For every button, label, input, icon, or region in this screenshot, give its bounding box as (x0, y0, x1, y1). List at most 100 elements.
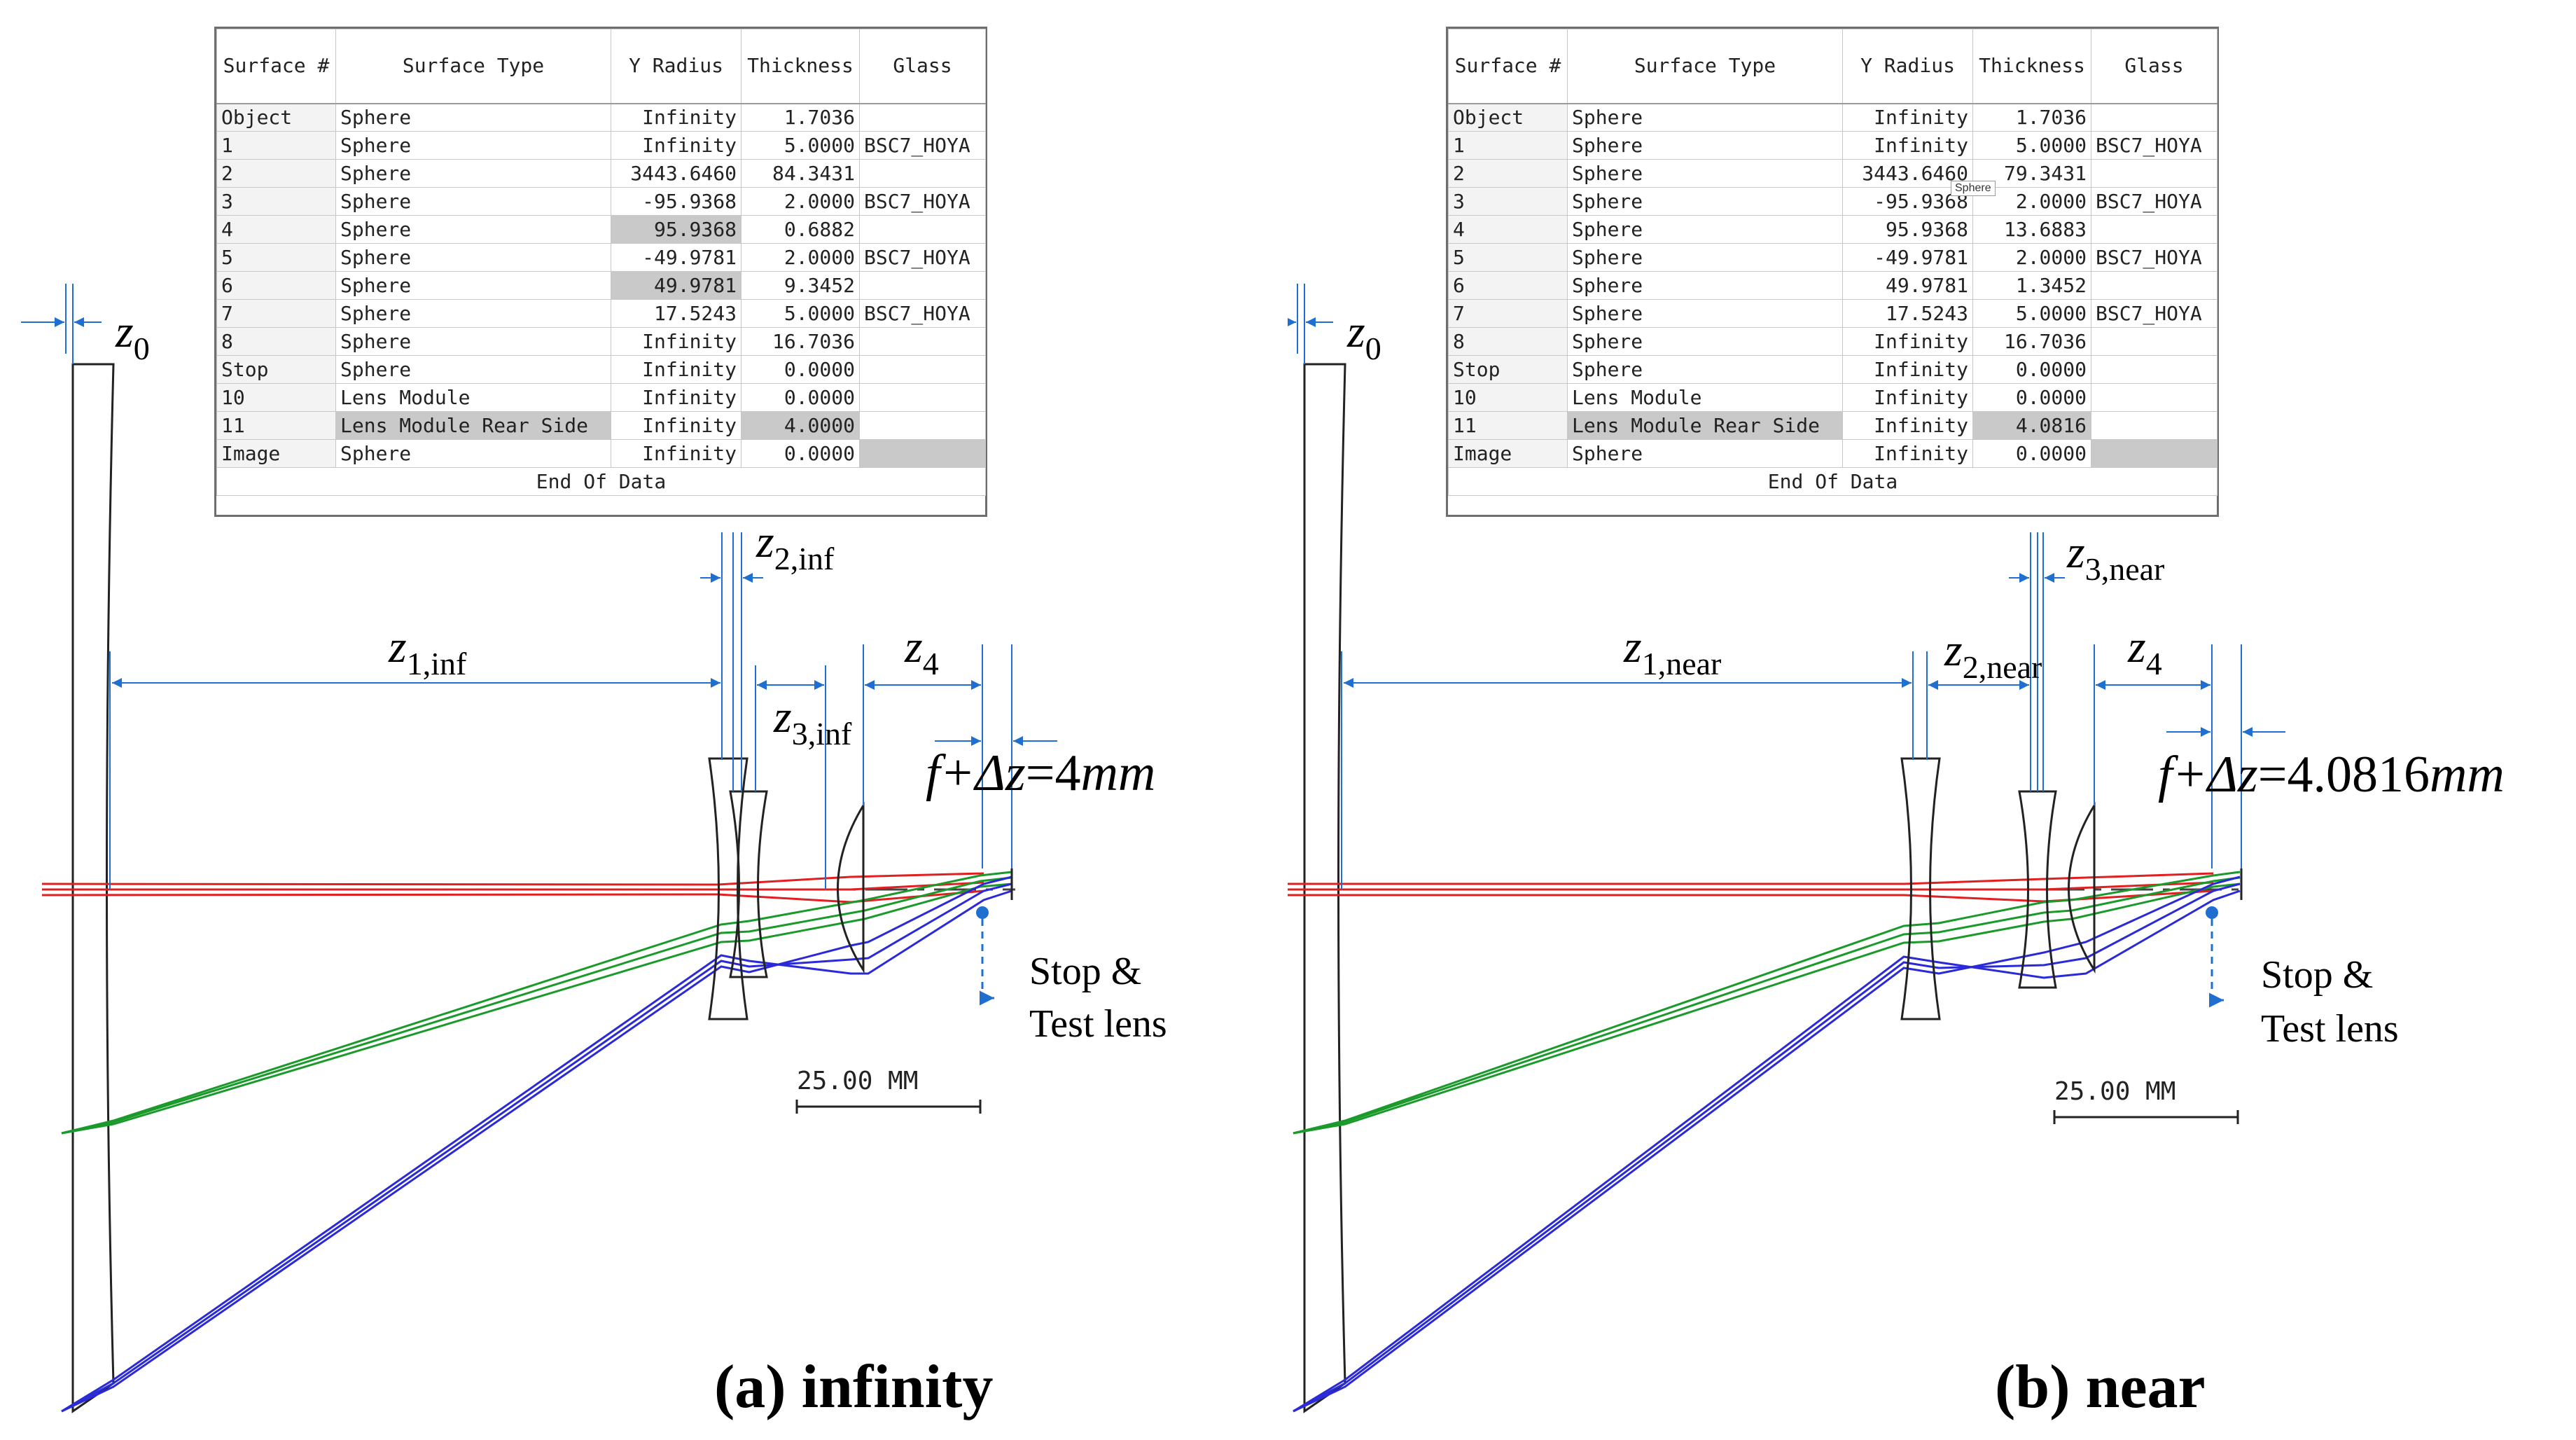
header-type[interactable]: Surface Type (1567, 29, 1843, 104)
cell-surface[interactable]: Image (216, 439, 336, 468)
cell-glass[interactable] (2091, 271, 2218, 300)
cell-surface[interactable]: 6 (216, 271, 336, 300)
cell-surface[interactable]: 5 (216, 243, 336, 272)
cell-radius[interactable]: 17.5243 (611, 299, 742, 328)
cell-type[interactable]: Lens Module Rear Side (1567, 411, 1843, 440)
cell-type[interactable]: Lens Module (335, 383, 611, 412)
cell-radius[interactable]: Infinity (1842, 439, 1973, 468)
header-thickness[interactable]: Thickness (1972, 29, 2091, 104)
cell-glass[interactable]: BSC7_HOYA (2091, 243, 2218, 272)
cell-surface[interactable]: Object (1448, 103, 1568, 132)
cell-surface[interactable]: 3 (1448, 187, 1568, 216)
cell-radius[interactable]: 95.9368 (1842, 215, 1973, 244)
cell-thickness[interactable]: 16.7036 (741, 327, 860, 356)
cell-type[interactable]: Sphere (335, 159, 611, 188)
cell-glass[interactable] (859, 383, 986, 412)
cell-thickness[interactable]: 1.3452 (1972, 271, 2091, 300)
cell-surface[interactable]: 10 (216, 383, 336, 412)
cell-thickness[interactable]: 1.7036 (741, 103, 860, 132)
cell-glass[interactable]: BSC7_HOYA (859, 131, 986, 160)
cell-radius[interactable]: -49.9781 (611, 243, 742, 272)
cell-thickness[interactable]: 0.0000 (1972, 383, 2091, 412)
cell-glass[interactable] (859, 355, 986, 384)
cell-thickness[interactable]: 0.0000 (741, 355, 860, 384)
cell-type[interactable]: Sphere (335, 103, 611, 132)
cell-type[interactable]: Sphere (1567, 159, 1843, 188)
cell-thickness[interactable]: 9.3452 (741, 271, 860, 300)
cell-glass[interactable] (2091, 103, 2218, 132)
cell-radius[interactable]: -95.9368 (611, 187, 742, 216)
cell-type[interactable]: Sphere (1567, 439, 1843, 468)
cell-radius[interactable]: 3443.6460 (611, 159, 742, 188)
cell-surface[interactable]: 2 (1448, 159, 1568, 188)
cell-thickness[interactable]: 0.0000 (741, 439, 860, 468)
cell-type[interactable]: Sphere (1567, 271, 1843, 300)
cell-surface[interactable]: 7 (1448, 299, 1568, 328)
cell-radius[interactable]: Infinity (611, 131, 742, 160)
cell-glass[interactable] (2091, 439, 2218, 468)
cell-glass[interactable] (859, 215, 986, 244)
header-thickness[interactable]: Thickness (741, 29, 860, 104)
cell-surface[interactable]: Image (1448, 439, 1568, 468)
cell-glass[interactable] (859, 411, 986, 440)
cell-glass[interactable] (859, 271, 986, 300)
cell-surface[interactable]: Stop (1448, 355, 1568, 384)
cell-radius[interactable]: Infinity (611, 411, 742, 440)
cell-radius[interactable]: Infinity (1842, 411, 1973, 440)
cell-surface[interactable]: 4 (216, 215, 336, 244)
cell-glass[interactable] (2091, 327, 2218, 356)
cell-type[interactable]: Sphere (335, 355, 611, 384)
cell-surface[interactable]: 1 (1448, 131, 1568, 160)
cell-type[interactable]: Sphere (335, 299, 611, 328)
cell-surface[interactable]: 6 (1448, 271, 1568, 300)
cell-surface[interactable]: 11 (216, 411, 336, 440)
cell-surface[interactable]: 8 (216, 327, 336, 356)
cell-type[interactable]: Sphere (335, 243, 611, 272)
cell-surface[interactable]: 7 (216, 299, 336, 328)
cell-type[interactable]: Sphere (1567, 103, 1843, 132)
cell-radius[interactable]: Infinity (1842, 131, 1973, 160)
header-surface[interactable]: Surface # (216, 29, 336, 104)
cell-radius[interactable]: Infinity (1842, 103, 1973, 132)
cell-type[interactable]: Sphere (335, 131, 611, 160)
cell-radius[interactable]: 49.9781 (611, 271, 742, 300)
cell-radius[interactable]: Infinity (611, 327, 742, 356)
cell-type[interactable]: Sphere (1567, 355, 1843, 384)
cell-thickness[interactable]: 5.0000 (1972, 299, 2091, 328)
cell-type[interactable]: Sphere (1567, 243, 1843, 272)
cell-type[interactable]: Sphere (1567, 299, 1843, 328)
cell-type[interactable]: Sphere (1567, 187, 1843, 216)
header-surface[interactable]: Surface # (1448, 29, 1568, 104)
cell-radius[interactable]: Infinity (611, 439, 742, 468)
header-radius[interactable]: Y Radius (611, 29, 742, 104)
cell-surface[interactable]: 1 (216, 131, 336, 160)
cell-thickness[interactable]: 5.0000 (1972, 131, 2091, 160)
cell-surface[interactable]: 4 (1448, 215, 1568, 244)
cell-radius[interactable]: 49.9781 (1842, 271, 1973, 300)
cell-thickness[interactable]: 2.0000 (741, 243, 860, 272)
cell-glass[interactable] (2091, 383, 2218, 412)
cell-thickness[interactable]: 5.0000 (741, 131, 860, 160)
cell-glass[interactable]: BSC7_HOYA (859, 243, 986, 272)
cell-radius[interactable]: 95.9368 (611, 215, 742, 244)
cell-thickness[interactable]: 84.3431 (741, 159, 860, 188)
cell-radius[interactable]: Infinity (1842, 327, 1973, 356)
cell-thickness[interactable]: 0.0000 (1972, 355, 2091, 384)
